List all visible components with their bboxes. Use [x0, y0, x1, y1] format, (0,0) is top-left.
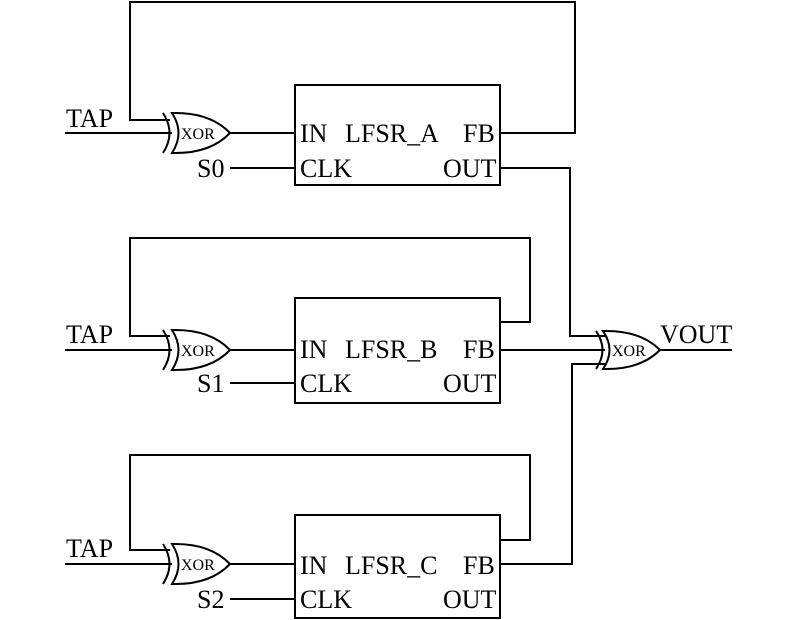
vout-label: VOUT: [660, 320, 732, 349]
lfsr-a-out-port: OUT: [443, 154, 497, 183]
output-xor-gate: [601, 329, 662, 371]
lfsr-c-fb-port: FB: [463, 551, 495, 580]
lfsr-c-gate-label: XOR: [181, 557, 215, 574]
lfsr-c-xor-gate: [170, 542, 232, 586]
lfsr-a-in-port: IN: [300, 119, 328, 148]
lfsr-b-xor-gate: [170, 328, 232, 372]
lfsr-a-feedback-wire: [129, 1, 576, 134]
lfsr-a-gate-back-arc: [162, 112, 171, 154]
lfsr-c-in-port: IN: [300, 551, 328, 580]
lfsr-a-name: LFSR_A: [345, 119, 439, 148]
lfsr-c-clk-input-label: S2: [197, 585, 224, 614]
lfsr-a-fb-port: FB: [463, 119, 495, 148]
lfsr-a-out-wire: [500, 167, 605, 337]
lfsr-b-in-port: IN: [300, 335, 328, 364]
lfsr-b-gate-label: XOR: [181, 343, 215, 360]
lfsr-b-clk-input-label: S1: [197, 369, 224, 398]
lfsr-c-out-wire: [500, 363, 605, 565]
lfsr-c-gate-back-arc: [162, 543, 171, 585]
output-gate-back-arc: [595, 330, 604, 370]
lfsr-c-name: LFSR_C: [345, 551, 438, 580]
lfsr-b-group: XOR TAP S1 IN LFSR_B FB CLK OUT: [65, 237, 531, 404]
lfsr-c-group: XOR TAP S2 IN LFSR_C FB CLK OUT: [65, 454, 531, 619]
lfsr-b-fb-port: FB: [463, 335, 495, 364]
lfsr-b-name: LFSR_B: [345, 335, 438, 364]
output-gate-label: XOR: [612, 343, 646, 360]
lfsr-a-clk-port: CLK: [300, 154, 352, 183]
lfsr-b-gate-back-arc: [162, 329, 171, 371]
lfsr-a-tap-label: TAP: [66, 104, 113, 133]
lfsr-a-block: [294, 84, 501, 186]
lfsr-c-clk-port: CLK: [300, 585, 352, 614]
lfsr-c-out-port: OUT: [443, 585, 497, 614]
lfsr-b-clk-port: CLK: [300, 369, 352, 398]
lfsr-a-clk-input-label: S0: [197, 154, 224, 183]
lfsr-a-gate-label: XOR: [181, 126, 215, 143]
lfsr-b-tap-label: TAP: [66, 320, 113, 349]
lfsr-a-xor-gate: [170, 111, 232, 155]
lfsr-b-feedback-wire: [129, 237, 531, 337]
lfsr-c-tap-label: TAP: [66, 534, 113, 563]
lfsr-a-group: XOR TAP S0 IN LFSR_A FB CLK OUT: [65, 1, 576, 186]
lfsr-c-block: [294, 514, 501, 619]
lfsr-c-feedback-wire: [129, 454, 531, 551]
output-group: XOR VOUT: [500, 167, 732, 565]
lfsr-b-out-port: OUT: [443, 369, 497, 398]
